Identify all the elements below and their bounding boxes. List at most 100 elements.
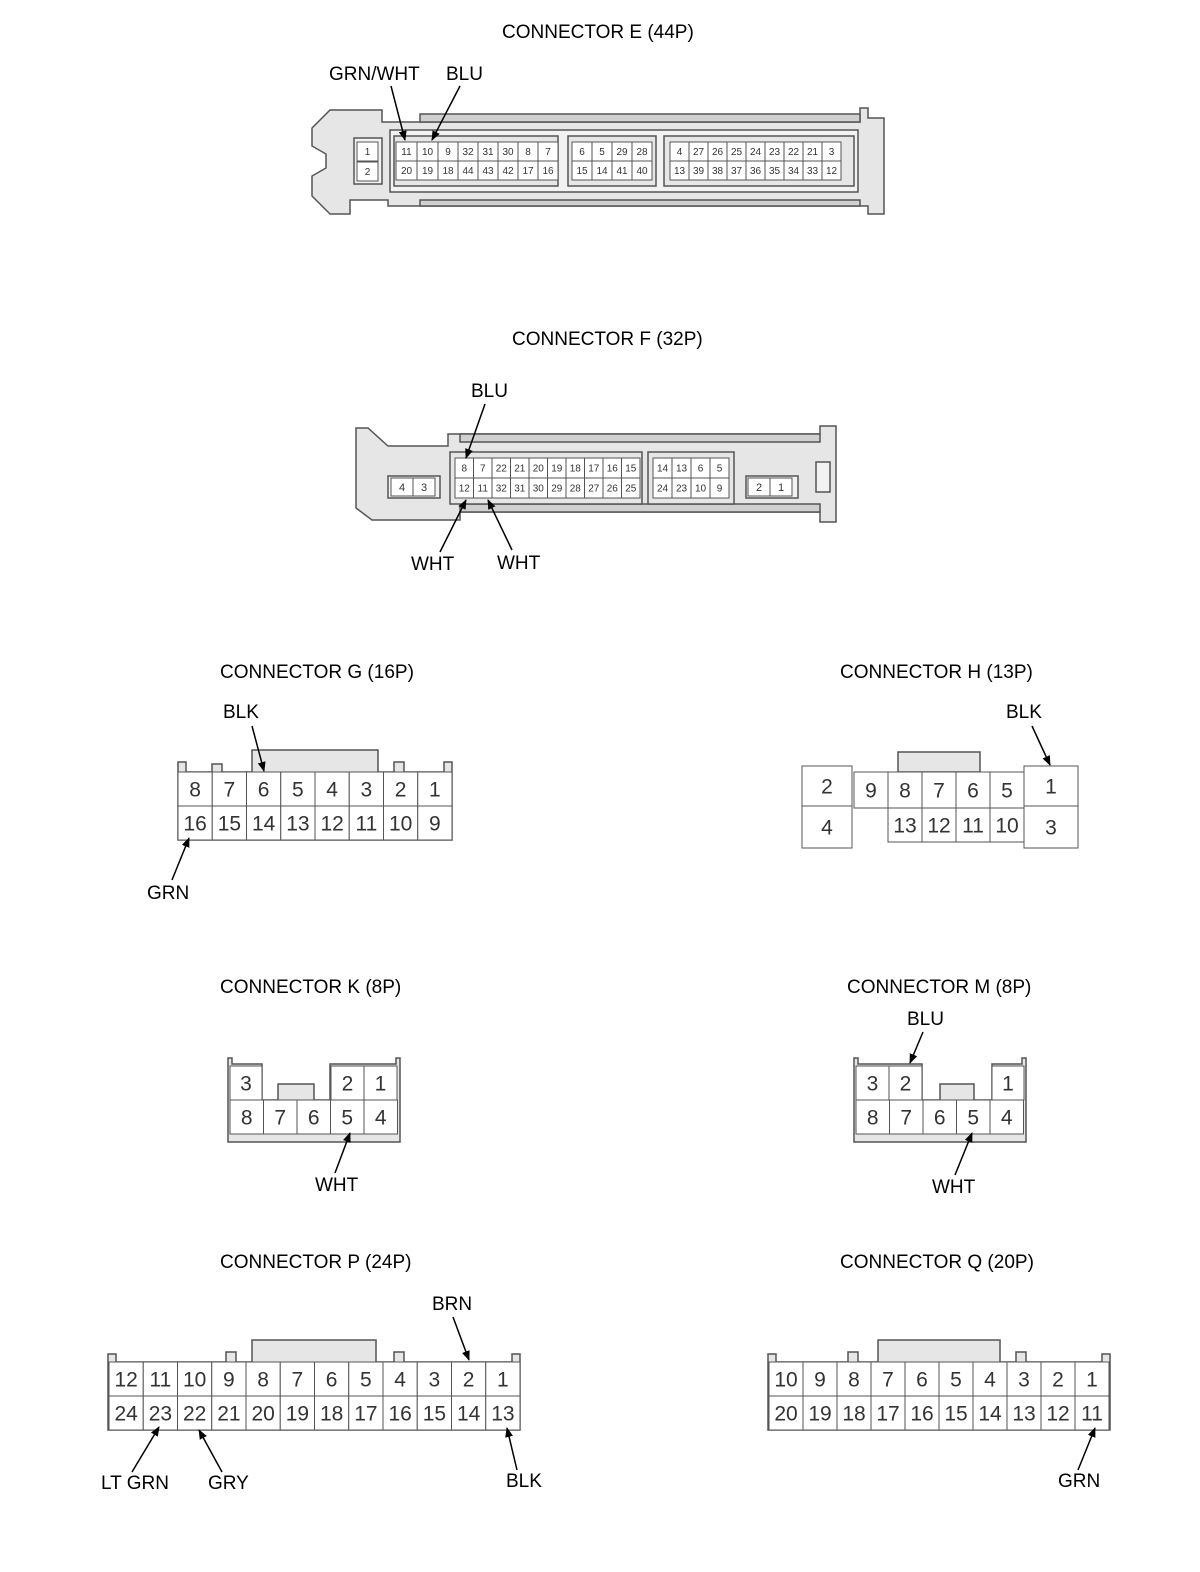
svg-text:2: 2 xyxy=(756,482,762,494)
conn-h-pin-9: 9 xyxy=(853,771,889,809)
svg-text:38: 38 xyxy=(712,166,724,177)
conn-e-pin-43: 43 xyxy=(477,160,499,181)
wire-label-p-brn: BRN xyxy=(432,1294,473,1315)
conn-p-pin-3: 3 xyxy=(416,1361,452,1397)
conn-e-pin-36: 36 xyxy=(745,160,766,181)
conn-e-pin-41: 41 xyxy=(611,160,633,181)
conn-m-pin-2: 2 xyxy=(888,1065,923,1101)
svg-text:26: 26 xyxy=(607,484,619,495)
conn-p-pin-16: 16 xyxy=(382,1395,418,1431)
conn-p-pin-1: 1 xyxy=(485,1361,521,1397)
conn-e-pin-38: 38 xyxy=(707,160,728,181)
svg-text:25: 25 xyxy=(625,484,637,495)
svg-text:5: 5 xyxy=(599,147,605,158)
conn-m-pin-4: 4 xyxy=(989,1099,1024,1135)
svg-text:8: 8 xyxy=(461,464,467,475)
conn-m-pin-8: 8 xyxy=(855,1099,890,1135)
svg-text:10: 10 xyxy=(422,147,434,158)
conn-f-pin-21: 21 xyxy=(510,457,530,479)
conn-e-pin-34: 34 xyxy=(783,160,804,181)
conn-g-pin-11: 11 xyxy=(348,805,384,841)
conn-e-pin-33: 33 xyxy=(802,160,823,181)
svg-text:3: 3 xyxy=(361,779,373,802)
conn-e-pin-24: 24 xyxy=(745,141,766,162)
svg-text:1: 1 xyxy=(429,779,441,802)
arrow-f-blu xyxy=(465,403,486,459)
conn-g-pin-10: 10 xyxy=(383,805,419,841)
connector-e-title: CONNECTOR E (44P) xyxy=(502,22,694,43)
conn-f-pin-30: 30 xyxy=(528,477,548,499)
svg-text:15: 15 xyxy=(576,166,588,177)
conn-e-pin-26: 26 xyxy=(707,141,728,162)
wire-label-f-blu: BLU xyxy=(471,381,508,402)
wire-label-m-wht: WHT xyxy=(932,1177,976,1198)
arrow-m-wht xyxy=(954,1132,973,1176)
svg-text:8: 8 xyxy=(899,780,911,803)
svg-text:16: 16 xyxy=(183,813,206,836)
svg-text:1: 1 xyxy=(375,1073,387,1096)
conn-h-pin-6: 6 xyxy=(955,771,991,809)
conn-k-pin-3: 3 xyxy=(229,1065,263,1101)
svg-text:28: 28 xyxy=(636,147,648,158)
svg-text:14: 14 xyxy=(657,464,669,475)
conn-e-pin-16: 16 xyxy=(537,160,559,181)
svg-text:19: 19 xyxy=(286,1403,309,1426)
wire-label-h-blk: BLK xyxy=(1006,702,1042,723)
arrow-q-grn xyxy=(1077,1427,1096,1471)
conn-q-pin-5: 5 xyxy=(938,1361,974,1397)
conn-q-pin-20: 20 xyxy=(768,1395,804,1431)
svg-text:3: 3 xyxy=(421,482,427,494)
conn-f-pin-8: 8 xyxy=(454,457,474,479)
svg-text:6: 6 xyxy=(916,1369,928,1392)
svg-text:10: 10 xyxy=(774,1369,797,1392)
svg-text:23: 23 xyxy=(676,484,688,495)
svg-text:11: 11 xyxy=(962,815,984,838)
svg-text:10: 10 xyxy=(183,1369,206,1392)
svg-text:15: 15 xyxy=(423,1403,446,1426)
conn-e-pin-7: 7 xyxy=(537,141,559,162)
conn-e-pin-21: 21 xyxy=(802,141,823,162)
conn-g-pin-15: 15 xyxy=(211,805,247,841)
wire-label-k-wht: WHT xyxy=(315,1175,359,1196)
svg-text:29: 29 xyxy=(551,484,563,495)
conn-p-pin-20: 20 xyxy=(245,1395,281,1431)
conn-p-pin-18: 18 xyxy=(314,1395,350,1431)
conn-q-pin-16: 16 xyxy=(904,1395,940,1431)
conn-e-pin-15: 15 xyxy=(571,160,593,181)
svg-text:5: 5 xyxy=(967,1107,979,1130)
conn-q-pin-1: 1 xyxy=(1074,1361,1110,1397)
svg-text:4: 4 xyxy=(677,147,683,158)
svg-text:8: 8 xyxy=(848,1369,860,1392)
svg-text:6: 6 xyxy=(326,1369,338,1392)
svg-text:41: 41 xyxy=(616,166,628,177)
conn-e-pin-31: 31 xyxy=(477,141,499,162)
svg-text:7: 7 xyxy=(900,1107,912,1130)
wire-label-f-wht-1: WHT xyxy=(411,554,455,575)
arrow-h-blk xyxy=(1031,725,1051,766)
svg-text:6: 6 xyxy=(308,1107,320,1130)
conn-e-pin-27: 27 xyxy=(688,141,709,162)
conn-h-key xyxy=(897,751,981,773)
svg-text:4: 4 xyxy=(394,1369,406,1392)
conn-h-pin-7: 7 xyxy=(921,771,957,809)
svg-text:16: 16 xyxy=(542,166,554,177)
svg-text:18: 18 xyxy=(320,1403,343,1426)
svg-text:22: 22 xyxy=(496,464,508,475)
arrow-p-blk xyxy=(505,1427,518,1471)
arrow-p-lt-grn xyxy=(131,1426,160,1473)
conn-q-pin-15: 15 xyxy=(938,1395,974,1431)
svg-text:24: 24 xyxy=(657,484,669,495)
svg-text:3: 3 xyxy=(1045,817,1057,840)
svg-text:23: 23 xyxy=(149,1403,172,1426)
conn-q-pin-2: 2 xyxy=(1040,1361,1076,1397)
svg-text:12: 12 xyxy=(114,1369,137,1392)
connector-m-title: CONNECTOR M (8P) xyxy=(847,977,1032,998)
svg-text:21: 21 xyxy=(807,147,819,158)
wire-label-p-gry: GRY xyxy=(208,1473,249,1494)
conn-f-pin-13: 13 xyxy=(671,457,692,479)
svg-text:1: 1 xyxy=(365,147,371,158)
wire-label-m-blu: BLU xyxy=(907,1009,944,1030)
